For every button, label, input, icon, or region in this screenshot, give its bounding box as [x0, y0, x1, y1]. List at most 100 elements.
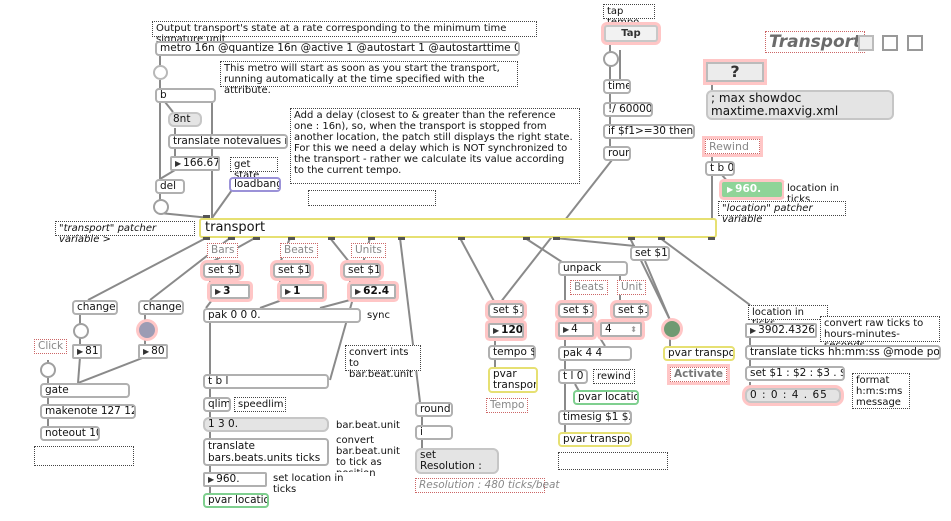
- led-activate[interactable]: [664, 321, 680, 337]
- toggle-metro[interactable]: [153, 65, 168, 80]
- set-units[interactable]: set $1: [343, 263, 381, 278]
- msg-bbu[interactable]: 1 3 0.: [203, 417, 329, 432]
- number-tempo[interactable]: ▶120.: [488, 323, 524, 338]
- div-60000[interactable]: !/ 60000.: [603, 102, 653, 117]
- number-unit[interactable]: 4⬍: [600, 322, 642, 337]
- transport-inlet: [203, 215, 210, 218]
- transport-object[interactable]: transport: [199, 218, 717, 238]
- number-raw-ticks[interactable]: ▶3902.4326: [745, 323, 817, 338]
- number-note-2[interactable]: ▶80: [138, 344, 168, 359]
- comment-tap-tempo: tap tempo: [603, 4, 655, 28]
- label-tempo: Tempo: [486, 398, 529, 413]
- set-activate[interactable]: set $1: [630, 246, 670, 261]
- tap-button[interactable]: Tap: [604, 25, 658, 42]
- number-arrow-icon: ▶: [175, 159, 182, 168]
- bang-tap[interactable]: [603, 51, 619, 67]
- comment-empty-3: [558, 452, 668, 470]
- help-button[interactable]: ?: [706, 62, 764, 82]
- bang-button[interactable]: [153, 199, 169, 215]
- change-object-2[interactable]: change: [138, 300, 184, 315]
- pak-44[interactable]: pak 4 4: [558, 346, 632, 361]
- label-resolution: Resolution : 480 ticks/beat: [415, 478, 560, 493]
- comment-get-state: get state: [230, 157, 278, 181]
- led-change-2[interactable]: [139, 322, 155, 338]
- set-tempo[interactable]: set $1: [488, 303, 524, 318]
- set-hms[interactable]: set $1 : $2 : $3 . $4: [745, 366, 845, 381]
- pvar-location-2[interactable]: pvar location: [573, 390, 639, 405]
- msg-set-resolution[interactable]: set Resolution : $1 ticks/beat: [415, 448, 499, 474]
- comment-location-ticks: location in ticks: [784, 182, 860, 205]
- comment-output-desc: Output transport's state at a rate corre…: [152, 21, 537, 45]
- comment-speedlim: speedlim: [234, 397, 286, 412]
- comment-rewind: rewind: [593, 369, 635, 384]
- bang-change-1[interactable]: [73, 323, 89, 339]
- gate-object[interactable]: gate: [40, 383, 130, 398]
- comment-patcher-var: "transport" patcher variable >: [55, 221, 195, 245]
- round-object-1[interactable]: round: [415, 402, 453, 417]
- set-beats[interactable]: set $1: [273, 263, 311, 278]
- comment-sync: sync: [364, 309, 394, 324]
- loadbang-object[interactable]: loadbang: [229, 177, 281, 192]
- number-loc-ticks[interactable]: ▶960.: [722, 182, 782, 197]
- noteout-object[interactable]: noteout 10: [40, 426, 100, 441]
- label-bars: Bars: [207, 243, 239, 258]
- unpack-object[interactable]: unpack: [558, 261, 628, 276]
- set-bars[interactable]: set $1: [203, 263, 241, 278]
- label-activate: Activate: [670, 367, 728, 382]
- if-object[interactable]: if $f1>=30 then $f1: [603, 124, 695, 139]
- comment-convert-ints: convert ints to bar.beat.unit: [345, 345, 421, 380]
- window-square-icon-1[interactable]: [858, 35, 874, 51]
- round-object-2[interactable]: round: [603, 146, 631, 161]
- toggle-click[interactable]: [40, 362, 56, 378]
- tl0-object[interactable]: t l 0: [558, 369, 588, 384]
- pvar-transport-1[interactable]: pvar transport: [488, 367, 538, 393]
- title-transport: Transport: [765, 31, 866, 53]
- msg-showdoc[interactable]: ; max showdoc maxtime.maxvig.xml: [706, 90, 894, 120]
- msg-8nt[interactable]: 8nt: [168, 112, 202, 127]
- timesig-object[interactable]: timesig $1 $2: [558, 410, 632, 425]
- change-object-1[interactable]: change: [72, 300, 118, 315]
- comment-empty-2: [34, 446, 134, 466]
- comment-metro-desc: This metro will start as soon as you sta…: [220, 61, 518, 96]
- label-units: Units: [351, 243, 386, 258]
- makenote-object[interactable]: makenote 127 128n: [40, 404, 136, 419]
- number-bars[interactable]: ▶3: [210, 284, 250, 299]
- i-object[interactable]: i: [415, 425, 453, 440]
- number-ticks[interactable]: ▶960.: [203, 472, 267, 487]
- msg-hms[interactable]: 0 : 0 : 4 . 65: [745, 388, 841, 403]
- pak-000[interactable]: pak 0 0 0.: [203, 308, 361, 323]
- window-square-icon-2[interactable]: [882, 35, 898, 51]
- window-square-icon-3[interactable]: [907, 35, 923, 51]
- label-beats: Beats: [280, 243, 318, 258]
- set-unit[interactable]: set $1: [613, 303, 649, 318]
- qlim-object[interactable]: qlim: [203, 397, 231, 412]
- timer-object[interactable]: timer: [603, 79, 631, 94]
- translate-bbu[interactable]: translate bars.beats.units ticks @mode p…: [203, 438, 329, 466]
- comment-convert-bbu: convert bar.beat.unit to tick as positio…: [333, 434, 411, 479]
- tb0-object[interactable]: t b 0.: [705, 161, 735, 176]
- set-beats-2[interactable]: set $1: [558, 303, 594, 318]
- translate-hms[interactable]: translate ticks hh:mm:ss @mode position: [745, 345, 941, 360]
- b-object[interactable]: b: [155, 88, 216, 103]
- comment-empty-1: [308, 190, 436, 206]
- number-note-1[interactable]: ▶81: [72, 344, 102, 359]
- label-click: Click: [34, 339, 68, 354]
- comment-delay-desc: Add a delay (closest to & greater than t…: [290, 108, 580, 184]
- pvar-location-1[interactable]: pvar location: [203, 493, 269, 508]
- comment-bar-beat-unit: bar.beat.unit: [333, 419, 400, 433]
- number-units[interactable]: ▶62.4: [350, 284, 396, 299]
- pvar-transport-2[interactable]: pvar transport: [558, 432, 632, 447]
- translate-notevalues[interactable]: translate notevalues ms: [168, 134, 288, 149]
- label-beats-2: Beats: [570, 280, 608, 295]
- del-object[interactable]: del: [155, 179, 185, 194]
- comment-location-var: "location" patcher variable: [718, 201, 846, 225]
- number-beats-2[interactable]: ▶4: [558, 322, 594, 337]
- comment-convert-raw: convert raw ticks to hours-minutes-secon…: [820, 316, 940, 351]
- tbl-object[interactable]: t b l: [203, 374, 329, 389]
- metro-object[interactable]: metro 16n @quantize 16n @active 1 @autos…: [155, 41, 520, 56]
- pvar-transport-3[interactable]: pvar transport: [663, 346, 735, 361]
- number-beats[interactable]: ▶1: [280, 284, 324, 299]
- tempo-object[interactable]: tempo $1: [488, 345, 536, 360]
- number-ms[interactable]: ▶166.67: [170, 156, 220, 171]
